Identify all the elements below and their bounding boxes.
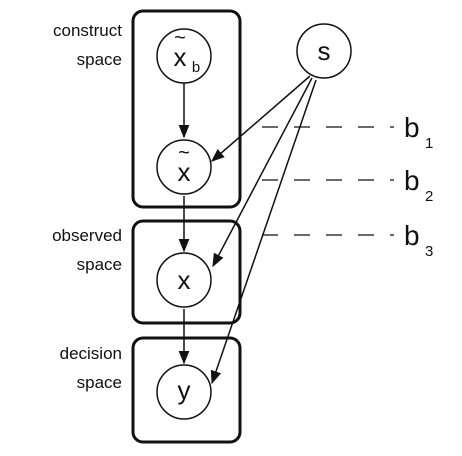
observed-space-box	[131, 219, 242, 325]
node-x: x	[156, 252, 212, 308]
bias-label-b3: b 3	[404, 220, 433, 260]
bias-label-b2-main: b	[404, 165, 420, 196]
bias-label-b3-main: b	[404, 220, 420, 251]
node-x-tilde-accent: ~	[178, 142, 190, 164]
node-x-tilde-b-accent: ~	[174, 27, 186, 49]
edge-s-to-x	[212, 77, 313, 268]
bias-label-b1-subscript: 1	[425, 135, 433, 152]
construct-space-label: construct space	[4, 16, 122, 74]
observed-space-label-line2: space	[76, 255, 122, 274]
observed-space-label: observed space	[4, 221, 122, 279]
edge-s-to-y	[210, 79, 317, 385]
node-x-tilde-b-label: x	[174, 42, 187, 72]
construct-space-box	[131, 9, 242, 209]
bias-label-b2: b 2	[404, 165, 433, 205]
edge-s-to-xtilde	[210, 75, 311, 162]
construct-space-label-line1: construct	[53, 21, 122, 40]
bias-label-b1-main: b	[404, 112, 420, 143]
bias-label-b2-subscript: 2	[425, 188, 433, 205]
node-s: s	[296, 23, 352, 79]
node-y: y	[156, 364, 212, 420]
node-y-label: y	[178, 375, 191, 405]
node-x-tilde-b-subscript: b	[192, 59, 200, 76]
node-x-tilde-b: x ~ b	[156, 27, 212, 84]
decision-space-label-line2: space	[76, 373, 122, 392]
bias-label-b1: b 1	[404, 112, 433, 152]
node-x-tilde: x ~	[156, 139, 212, 195]
decision-space-box	[131, 336, 242, 444]
construct-space-label-line2: space	[76, 50, 122, 69]
node-s-label: s	[318, 36, 331, 66]
node-x-label: x	[178, 265, 191, 295]
bias-label-b3-subscript: 3	[425, 243, 433, 260]
decision-space-label-line1: decision	[59, 344, 122, 363]
observed-space-label-line1: observed	[52, 226, 122, 245]
decision-space-label: decision space	[4, 339, 122, 397]
node-x-tilde-label: x	[178, 157, 191, 187]
